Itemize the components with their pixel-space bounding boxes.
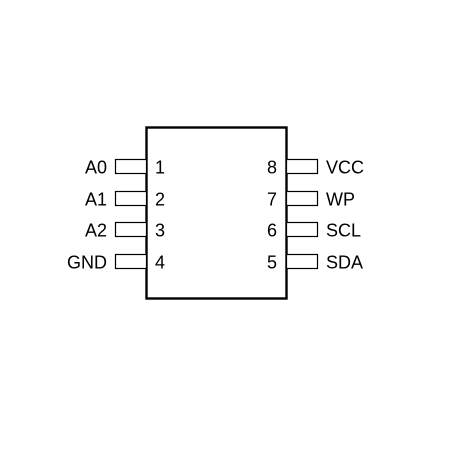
pin-lead-6 bbox=[285, 221, 319, 238]
pin-label-sda: SDA bbox=[326, 253, 363, 273]
pin-number-5: 5 bbox=[267, 253, 277, 273]
pin-1: A0 1 bbox=[85, 158, 165, 178]
pin-8: VCC 8 bbox=[267, 158, 364, 178]
pin-number-4: 4 bbox=[155, 253, 165, 273]
pin-label-vcc: VCC bbox=[326, 158, 364, 178]
pin-label-a0: A0 bbox=[85, 158, 107, 178]
pin-7: WP 7 bbox=[267, 190, 355, 210]
pin-label-a1: A1 bbox=[85, 190, 107, 210]
pin-4: GND 4 bbox=[67, 253, 165, 273]
pin-label-a2: A2 bbox=[85, 221, 107, 241]
pin-6: SCL 6 bbox=[267, 221, 361, 241]
pin-lead-5 bbox=[285, 253, 319, 270]
left-pin-row: A0 1 A1 2 A2 3 GND 4 bbox=[67, 158, 165, 273]
pin-lead-8 bbox=[285, 158, 319, 175]
pin-label-scl: SCL bbox=[326, 221, 361, 241]
pin-lead-2 bbox=[114, 190, 148, 207]
pin-label-wp: WP bbox=[326, 190, 355, 210]
chip-body bbox=[145, 126, 288, 300]
pin-lead-1 bbox=[114, 158, 148, 175]
pin-number-1: 1 bbox=[155, 158, 165, 178]
pin-label-gnd: GND bbox=[67, 253, 107, 273]
pin-number-8: 8 bbox=[267, 158, 277, 178]
pin-number-2: 2 bbox=[155, 190, 165, 210]
pin-lead-3 bbox=[114, 221, 148, 238]
right-pin-row: VCC 8 WP 7 SCL 6 SDA 5 bbox=[267, 158, 364, 273]
pin-number-3: 3 bbox=[155, 221, 165, 241]
pin-lead-7 bbox=[285, 190, 319, 207]
pin-lead-4 bbox=[114, 253, 148, 270]
pin-number-7: 7 bbox=[267, 190, 277, 210]
pin-5: SDA 5 bbox=[267, 253, 363, 273]
pin-number-6: 6 bbox=[267, 221, 277, 241]
pin-2: A1 2 bbox=[85, 190, 165, 210]
pin-3: A2 3 bbox=[85, 221, 165, 241]
